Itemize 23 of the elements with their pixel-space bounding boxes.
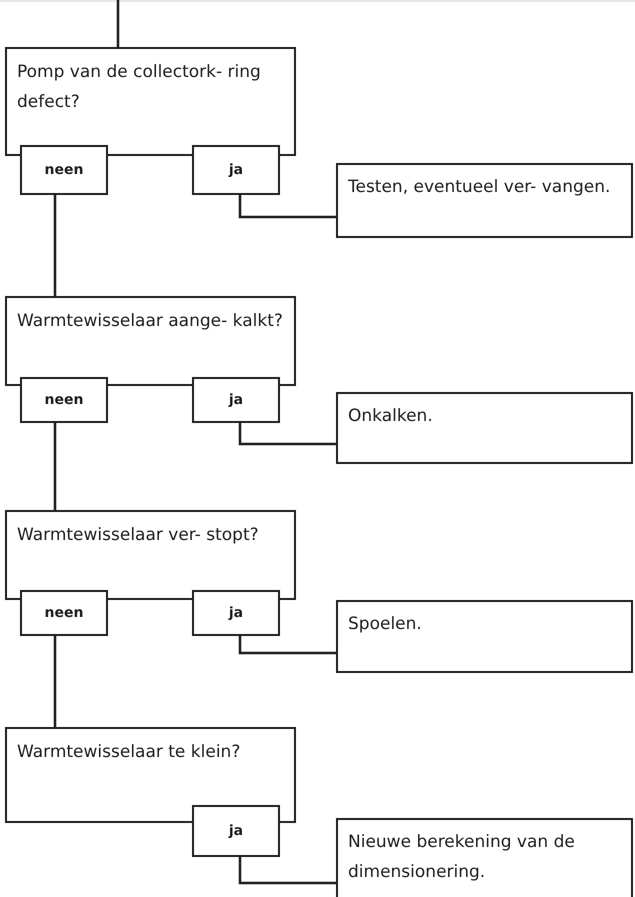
answer-option: ja xyxy=(192,145,280,195)
question-box: Warmtewisselaar aange- kalkt? xyxy=(5,296,296,386)
connector-line xyxy=(238,195,336,218)
action-box: Onkalken. xyxy=(336,392,633,464)
question-box: Warmtewisselaar te klein? xyxy=(5,727,296,823)
action-box: Spoelen. xyxy=(336,600,633,673)
answer-option: neen xyxy=(20,145,108,195)
action-box: Testen, eventueel ver- vangen. xyxy=(336,163,633,238)
question-box: Warmtewisselaar ver- stopt? xyxy=(5,510,296,600)
connector-line xyxy=(54,636,56,727)
question-box: Pomp van de collectork- ring defect? xyxy=(5,47,296,156)
connector-line xyxy=(238,857,336,884)
answer-option: ja xyxy=(192,377,280,423)
connector-line xyxy=(238,423,336,446)
answer-option: neen xyxy=(20,377,108,423)
answer-option: ja xyxy=(192,590,280,636)
answer-option: ja xyxy=(192,805,280,857)
answer-option: neen xyxy=(20,590,108,636)
connector-line xyxy=(238,636,336,654)
connector-line xyxy=(54,423,56,510)
connector-line xyxy=(116,0,120,47)
action-box: Nieuwe berekening van de dimensionering. xyxy=(336,818,633,897)
connector-line xyxy=(54,195,56,296)
